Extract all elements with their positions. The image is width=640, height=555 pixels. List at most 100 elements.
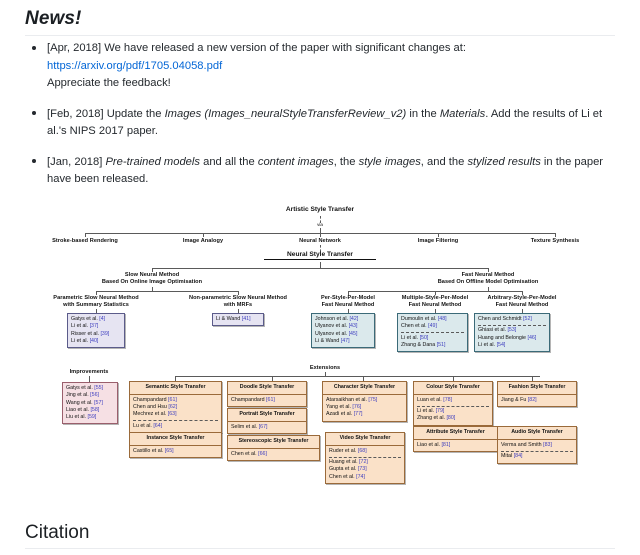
news-list: [Apr, 2018] We have released a new versi… <box>25 40 617 202</box>
node-slow-neural-method-line1: Slow Neural Method <box>124 272 180 278</box>
ref-item: Verma and Smith [83] <box>501 441 552 448</box>
box-instance-style-transfer: Instance Style Transfer Castillo et al. … <box>129 432 222 459</box>
node-stroke-based-rendering: Stroke-based Rendering <box>52 238 118 244</box>
divider <box>133 420 218 422</box>
ref-item: Luan et al. [78] <box>417 396 453 403</box>
connector <box>438 233 439 237</box>
connector <box>453 376 454 381</box>
connector <box>89 376 90 382</box>
node-parametric-slow-line1: Parametric Slow Neural Method <box>53 295 139 301</box>
ref-item: Gatys et al. [4] <box>71 316 106 322</box>
node-arbitrary-style-per-model-line2: Fast Neural Method <box>495 302 549 308</box>
edge-label-via: via <box>317 222 323 227</box>
news-feb-post: . Add the results of Li et al.'s NIPS 20… <box>47 107 603 138</box>
ref-item: Ruder et al. [68] <box>329 447 367 454</box>
box-stereoscopic-style-transfer: Stereoscopic Style Transfer Chen et al. … <box>227 435 320 462</box>
ref-item: Li & Wand [47] <box>315 337 350 344</box>
news-jan-em4: stylized results <box>467 155 541 168</box>
node-neural-style-transfer: Neural Style Transfer <box>264 251 376 260</box>
connector <box>203 233 204 237</box>
news-feb-mid: in the <box>406 107 440 120</box>
connector <box>522 309 523 313</box>
ref-item: Liu et al. [59] <box>66 414 97 421</box>
connector <box>435 309 436 313</box>
node-nonparametric-slow-line1: Non-parametric Slow Neural Method <box>189 295 287 301</box>
arxiv-pdf-link[interactable]: https://arxiv.org/pdf/1705.04058.pdf <box>47 59 223 72</box>
news-item-apr-2018: [Apr, 2018] We have released a new versi… <box>25 40 617 93</box>
box-title: Audio Style Transfer <box>498 427 576 440</box>
ref-item: Champandard [61] <box>231 396 275 403</box>
box-attribute-style-transfer: Attribute Style Transfer Liao et al. [81… <box>413 426 498 453</box>
ref-item: Ulyanov et al. [45] <box>315 330 358 337</box>
box-multiple-style-per-model: Dumoulin et al. [48] Chen et al. [49] Li… <box>397 313 468 353</box>
news-jan-mid3: , and the <box>420 155 468 168</box>
news-jan-post: in the paper have been released. <box>47 155 604 186</box>
ref-item: Risser et al. [39] <box>71 330 110 337</box>
box-parametric-slow-methods: Gatys et al. [4] Li et al. [37] Risser e… <box>67 313 125 349</box>
ref-item: Li et al. [37] <box>71 323 99 330</box>
ref-item: Gatys et al. [55] <box>66 385 104 391</box>
box-fashion-style-transfer: Fashion Style Transfer Jiang & Fu [82] <box>497 381 577 408</box>
bullet-icon <box>32 111 36 115</box>
ref-item: Castillo et al. [65] <box>133 447 174 454</box>
box-doodle-style-transfer: Doodle Style Transfer Champandard [61] <box>227 381 307 408</box>
connector <box>320 245 321 252</box>
ref-item: Li et al. [40] <box>71 337 99 344</box>
box-audio-style-transfer: Audio Style Transfer Verma and Smith [83… <box>497 426 577 464</box>
box-title: Colour Style Transfer <box>414 382 492 395</box>
ref-item: Yang et al. [76] <box>326 404 362 411</box>
box-video-style-transfer: Video Style Transfer Ruder et al. [68] H… <box>325 432 405 485</box>
node-per-style-per-model-line1: Per-Style-Per-Model <box>320 295 376 301</box>
ref-item: Dumoulin et al. [48] <box>401 316 447 322</box>
divider <box>501 450 573 452</box>
box-title: Semantic Style Transfer <box>130 382 221 395</box>
news-heading: News! <box>25 8 82 29</box>
ref-item: Chen et al. [49] <box>401 323 437 330</box>
news-item-jan-2018: [Jan, 2018] Pre-trained models and all t… <box>25 154 617 189</box>
connector <box>348 309 349 313</box>
box-semantic-style-transfer: Semantic Style Transfer Champandard [61]… <box>129 381 222 434</box>
box-title: Doodle Style Transfer <box>228 382 306 395</box>
node-slow-neural-method-line2: Based On Online Image Optimisation <box>101 279 203 285</box>
node-image-filtering: Image Filtering <box>417 238 459 244</box>
node-multiple-style-per-model-line1: Multiple-Style-Per-Model <box>401 295 469 301</box>
ref-item: Ghiasi et al. [53] <box>478 327 517 334</box>
box-title: Character Style Transfer <box>323 382 406 395</box>
divider <box>329 456 401 458</box>
ref-item: Zhang et al. [80] <box>417 415 456 422</box>
connector <box>532 376 533 381</box>
news-feb-em2: Materials <box>439 107 486 120</box>
box-arbitrary-style-per-model: Chen and Schmidt [52] Ghiasi et al. [53]… <box>474 313 550 353</box>
citation-divider <box>25 548 615 549</box>
ref-item: Ulyanov et al. [43] <box>315 323 358 330</box>
ref-item: Selim et al. [67] <box>231 423 268 430</box>
connector <box>348 291 349 295</box>
box-title: Attribute Style Transfer <box>414 427 497 440</box>
node-parametric-slow-line2: with Summary Statistics <box>63 302 129 308</box>
connector <box>320 216 321 223</box>
box-improvements: Gatys et al. [55] Jing et al. [56] Wang … <box>62 382 118 425</box>
connector <box>488 287 489 291</box>
ref-item: Liao et al. [58] <box>66 406 100 413</box>
news-jan-em3: style images <box>358 155 421 168</box>
node-per-style-per-model-line2: Fast Neural Method <box>321 302 375 308</box>
divider <box>417 405 489 407</box>
box-title: Fashion Style Transfer <box>498 382 576 395</box>
connector <box>85 233 86 237</box>
connector <box>152 268 153 272</box>
connector <box>96 291 238 292</box>
ref-item: Chen and Hsu [62] <box>133 404 178 411</box>
news-jan-mid2: , the <box>333 155 359 168</box>
node-image-analogy: Image Analogy <box>182 238 224 244</box>
box-title: Stereoscopic Style Transfer <box>228 436 319 449</box>
connector <box>522 291 523 295</box>
news-divider <box>25 35 615 36</box>
news-apr-line3: Appreciate the feedback! <box>47 77 171 89</box>
ref-item: Chen et al. [74] <box>329 473 365 480</box>
box-title: Video Style Transfer <box>326 433 404 446</box>
connector <box>320 262 321 268</box>
divider <box>478 324 546 326</box>
news-jan-em2: content images <box>257 155 334 168</box>
node-fast-neural-method-line1: Fast Neural Method <box>461 272 515 278</box>
